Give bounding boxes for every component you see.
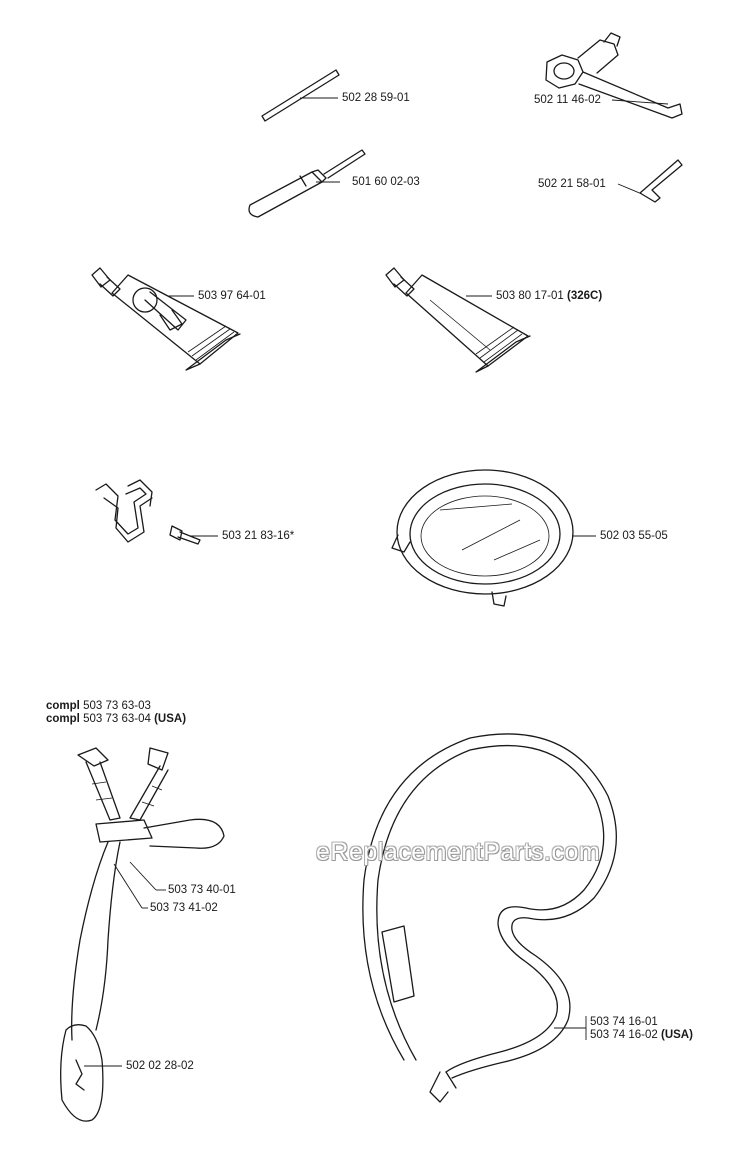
grease-tube-small [385, 267, 531, 373]
part-label-shoulder-strap-1: 503 74 16-01 [590, 1016, 658, 1028]
combination-spanner [545, 32, 683, 119]
hose-clip-with-screw [95, 479, 218, 545]
part-label-clip-screw: 503 21 83-16* [222, 530, 295, 542]
watermark: eReplacementParts.com [316, 838, 601, 866]
part-label-shoulder-strap-2: 503 74 16-02 (USA) [590, 1029, 693, 1041]
screwdriver [248, 149, 366, 218]
grease-tube-large [91, 267, 241, 371]
harness-header-line-1: compl 503 73 63-03 [46, 700, 151, 712]
shoulder-harness [60, 747, 225, 1122]
harness-header-line-2: compl 503 73 63-04 (USA) [46, 713, 187, 725]
part-label-harness-strap-1: 503 73 40-01 [168, 884, 236, 896]
shoulder-strap [362, 733, 617, 1103]
part-label-guard-ring: 502 03 55-05 [600, 530, 668, 542]
guard-ring [391, 469, 596, 607]
rod-tool [261, 69, 340, 122]
part-label-harness-strap-2: 503 73 41-02 [150, 902, 218, 914]
part-label-screwdriver: 501 60 02-03 [352, 176, 420, 188]
part-label-rod: 502 28 59-01 [342, 92, 410, 104]
hex-key [617, 159, 683, 203]
part-label-grease-tube-large: 503 97 64-01 [198, 290, 266, 302]
part-label-spanner: 502 11 46-02 [534, 94, 601, 106]
part-label-grease-tube-small: 503 80 17-01 (326C) [496, 290, 603, 302]
part-label-hip-pad: 502 02 28-02 [126, 1060, 194, 1072]
part-label-hex-key: 502 21 58-01 [538, 178, 606, 190]
